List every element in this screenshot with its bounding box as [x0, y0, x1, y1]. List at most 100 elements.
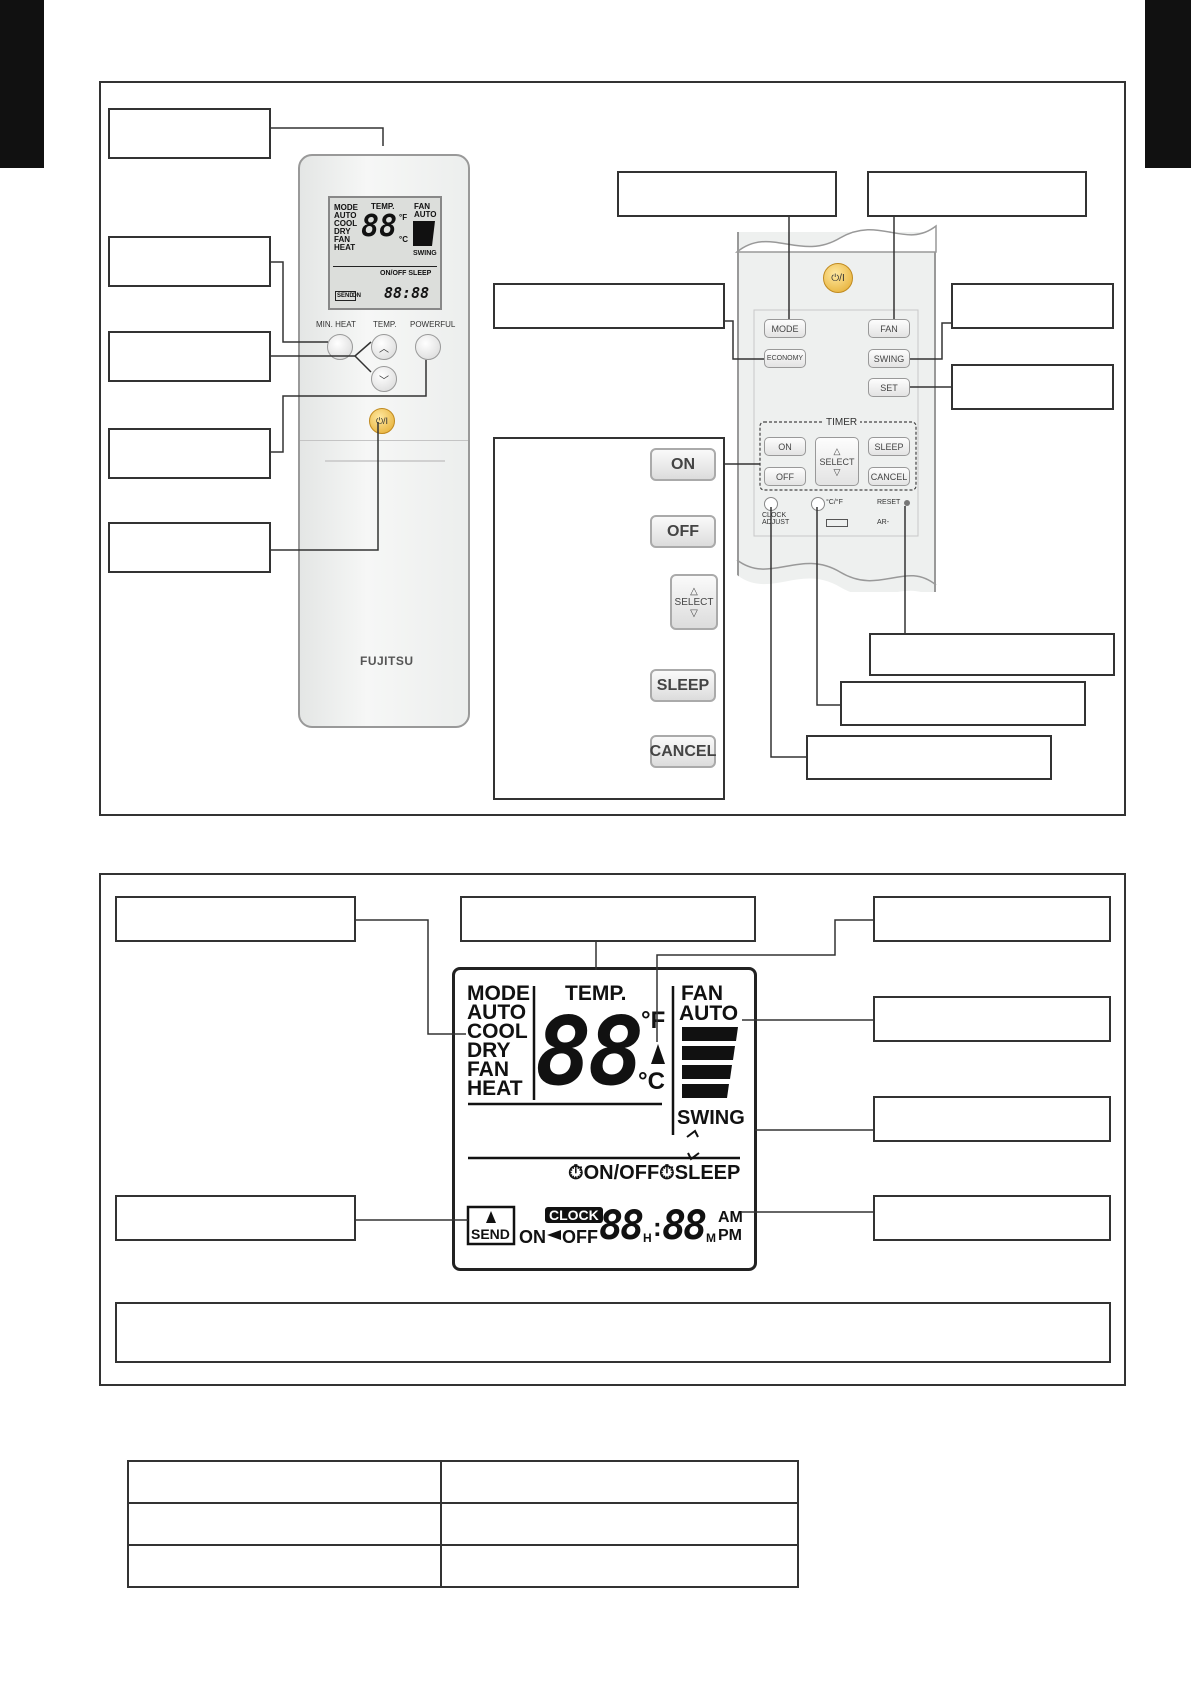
fan-button[interactable]: FAN: [868, 319, 910, 338]
lcd-off: OFF: [562, 1227, 598, 1247]
remote-lcd-deg-f: °F: [399, 213, 408, 222]
legend-sleep-button[interactable]: SLEEP: [650, 669, 716, 702]
power-icon: ⏻/I: [831, 272, 845, 284]
legend-select-button[interactable]: △ SELECT ▽: [670, 574, 718, 630]
timer-header: TIMER: [823, 417, 861, 428]
callout-box-swing-display: [873, 1096, 1111, 1142]
inner-timer-off-button[interactable]: OFF: [764, 467, 806, 486]
callout-box-5: [108, 522, 271, 573]
legend-off-button[interactable]: OFF: [650, 515, 716, 548]
lcd-mode: MODE: [467, 982, 530, 1005]
callout-box-fan-display: [873, 996, 1111, 1042]
powerful-button[interactable]: [415, 334, 441, 360]
lcd-fan-mode: FAN: [467, 1058, 509, 1081]
lcd-m: M: [706, 1231, 716, 1245]
economy-button[interactable]: ECONOMY: [764, 349, 806, 368]
callout-box-mode-display: [115, 896, 356, 942]
inner-sleep-button[interactable]: SLEEP: [868, 437, 910, 456]
lcd-sleep-label: SLEEP: [674, 1162, 741, 1184]
cf-label: °C/°F: [826, 499, 843, 506]
powerful-label: POWERFUL: [410, 320, 456, 329]
callout-box-temp-display: [460, 896, 756, 942]
callout-box-cf: [840, 681, 1086, 726]
empty-table: [127, 1460, 799, 1588]
lcd-auto: AUTO: [467, 1001, 527, 1024]
note-box: [115, 1302, 1111, 1363]
table-cell: [127, 1460, 442, 1504]
lcd-send-label: SEND: [471, 1226, 510, 1242]
callout-box-set: [951, 364, 1114, 410]
lcd-on: ON: [519, 1227, 546, 1247]
battery-icon: [826, 519, 848, 527]
table-cell: [127, 1544, 442, 1588]
legend-select-label: SELECT: [674, 596, 714, 608]
cf-hole[interactable]: [811, 497, 825, 511]
lcd-colon: :: [653, 1212, 662, 1242]
remote-lcd-fan-auto: AUTO: [414, 210, 437, 219]
remote-lcd-time: 88:88: [384, 284, 430, 302]
lcd-fan-auto: AUTO: [679, 1002, 739, 1025]
legend-cancel-button[interactable]: CANCEL: [650, 735, 716, 768]
remote-lcd-temp-label: TEMP.: [371, 202, 395, 211]
callout-box-4: [108, 428, 271, 479]
inner-power-button[interactable]: ⏻/I: [823, 263, 853, 293]
lcd-deg-f: °F: [641, 1007, 666, 1034]
lcd-heat: HEAT: [467, 1077, 523, 1100]
lcd-am: AM: [718, 1209, 743, 1226]
temp-down-button[interactable]: ﹀: [371, 366, 397, 392]
callout-box-2: [108, 236, 271, 287]
reset-hole[interactable]: [904, 500, 910, 506]
table-cell: [127, 1502, 442, 1546]
remote-lcd-digits: 88: [361, 209, 398, 244]
lcd-swing-label: SWING: [677, 1107, 745, 1129]
callout-box-3: [108, 331, 271, 382]
set-button[interactable]: SET: [868, 378, 910, 397]
lcd-cool: COOL: [467, 1020, 528, 1043]
temp-button-label: TEMP.: [373, 320, 397, 329]
triangle-up-icon: △: [690, 585, 698, 597]
swing-button[interactable]: SWING: [868, 349, 910, 368]
table-row: [127, 1544, 799, 1588]
remote-lcd-swing: SWING: [413, 250, 437, 257]
callout-box-mode: [617, 171, 837, 217]
lcd-time-minutes: 88: [662, 1203, 707, 1249]
chevron-up-icon: ︿: [379, 343, 389, 355]
mode-button[interactable]: MODE: [764, 319, 806, 338]
callout-box-reset: [869, 633, 1115, 676]
callout-box-clock: [806, 735, 1052, 780]
lcd-on-off-label: ON/OFF: [583, 1162, 660, 1184]
lcd-time-hours: 88: [599, 1203, 644, 1249]
remote-lcd-divider: [333, 266, 437, 267]
corner-tab-right: [1145, 0, 1191, 168]
callout-box-unit-display: [873, 896, 1111, 942]
lcd-pm: PM: [718, 1227, 742, 1244]
table-cell: [440, 1544, 799, 1588]
callout-box-1: [108, 108, 271, 159]
lcd-fan-label: FAN: [681, 982, 723, 1005]
table-cell: [440, 1460, 799, 1504]
lcd-mode-list: MODE AUTO COOL DRY FAN HEAT: [467, 982, 530, 1100]
callout-box-fan: [867, 171, 1087, 217]
front-power-button[interactable]: ⏻/I: [369, 408, 395, 434]
lcd-clock-label: CLOCK: [545, 1207, 603, 1223]
lcd-h: H: [643, 1231, 652, 1245]
lcd-deg-c: °C: [638, 1068, 665, 1095]
legend-on-button[interactable]: ON: [650, 448, 716, 481]
remote-lcd-timer-status: ON/OFF SLEEP: [380, 270, 432, 277]
remote-lid-line: [300, 440, 468, 441]
timer-icon: ⏱: [659, 1162, 675, 1184]
timer-icon: ⏱: [568, 1162, 584, 1184]
triangle-up-icon: △: [833, 445, 841, 456]
inner-timer-on-button[interactable]: ON: [764, 437, 806, 456]
inner-select-button[interactable]: △ SELECT ▽: [815, 437, 859, 486]
temp-up-button[interactable]: ︿: [371, 334, 397, 360]
callout-box-swing: [951, 283, 1114, 329]
callout-box-economy: [493, 283, 725, 329]
chevron-down-icon: ﹀: [379, 375, 389, 387]
inner-cancel-button[interactable]: CANCEL: [868, 467, 910, 486]
